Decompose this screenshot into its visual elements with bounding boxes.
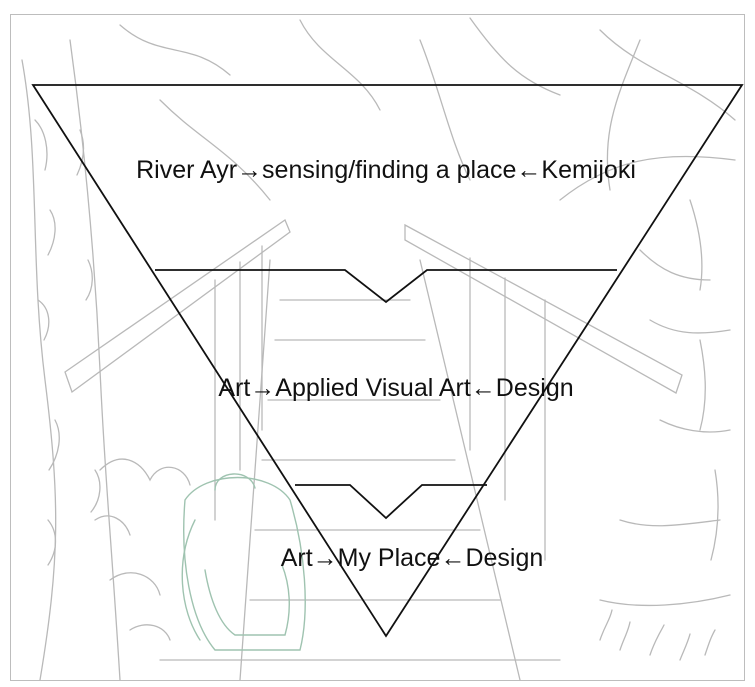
level-middle-label: Art→Applied Visual Art←Design (218, 374, 573, 402)
level-top-label: River Ayr→sensing/finding a place←Kemijo… (136, 156, 636, 184)
frame-border (11, 15, 745, 681)
level-bottom-label: Art→My Place←Design (281, 544, 544, 572)
